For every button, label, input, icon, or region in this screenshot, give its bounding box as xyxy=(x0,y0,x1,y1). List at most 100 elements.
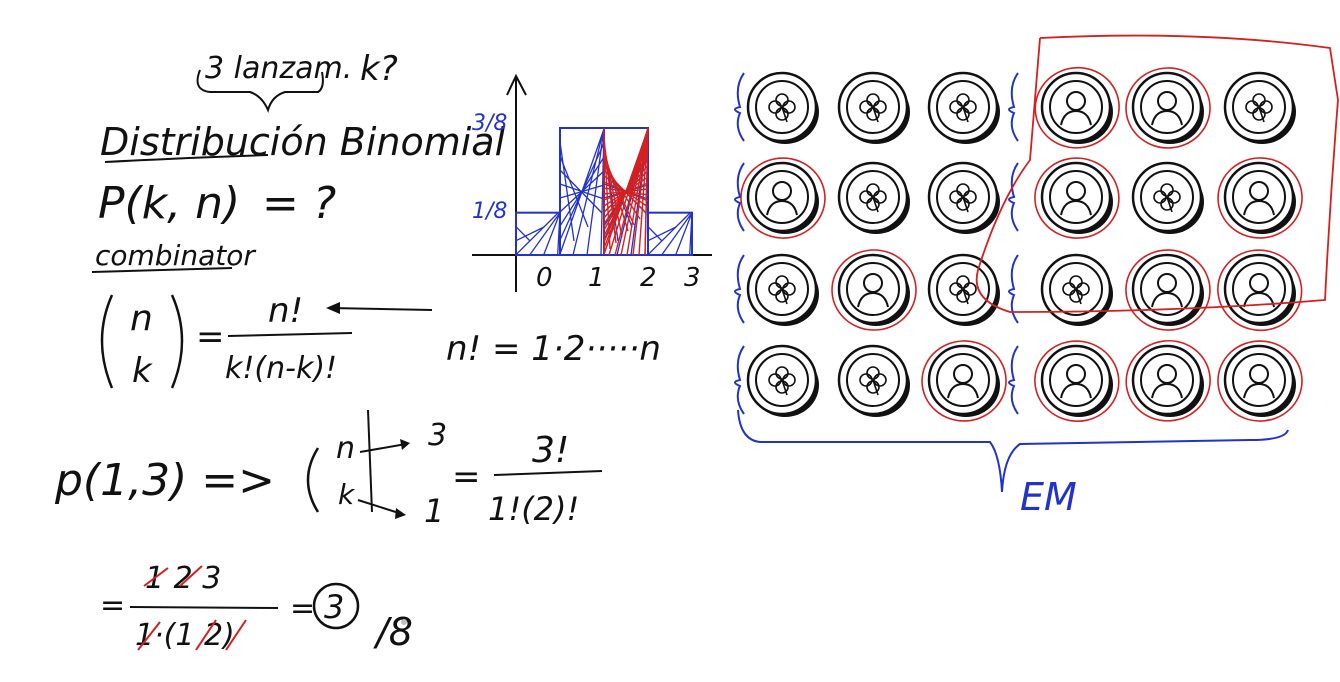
clover-leaf-icon xyxy=(1167,190,1181,204)
coin-clover xyxy=(746,253,819,326)
coin-face xyxy=(1223,253,1295,325)
clover-stem-icon xyxy=(872,379,879,396)
coin-rim xyxy=(755,262,809,316)
clover-leaf-icon xyxy=(963,190,977,204)
bar-highlight-hatch xyxy=(632,127,649,256)
coin-rim xyxy=(1140,170,1194,224)
bar-hatch xyxy=(543,212,561,256)
coin-face xyxy=(746,161,818,233)
clover-leaf-icon xyxy=(782,373,796,387)
example-block: p(1,3) => n k 3 1 = 3! 1!(2)! xyxy=(54,409,603,530)
example-binom-top: n xyxy=(336,431,355,466)
coin-clover xyxy=(927,253,1000,326)
head-circle-mark xyxy=(1034,340,1120,422)
binom-top: n xyxy=(130,298,153,339)
row-brace xyxy=(1008,345,1019,415)
bar-hatch xyxy=(515,212,559,256)
clover-leaf-icon xyxy=(1062,282,1076,296)
clover-stem-icon xyxy=(781,106,788,123)
coin-head xyxy=(1125,339,1211,422)
cancel-mark xyxy=(143,567,169,587)
clover-leaf-icon xyxy=(873,190,887,204)
head-circle-mark xyxy=(1034,66,1120,149)
clover-stem-icon xyxy=(1075,288,1082,305)
head-circle-mark xyxy=(1217,340,1303,422)
bar-hatch xyxy=(586,127,605,256)
brace-note: 3 lanzam. k? xyxy=(196,49,398,113)
histogram: 3/8 1/8 0 1 2 3 xyxy=(472,73,712,293)
coin-clover xyxy=(837,344,910,417)
coin-clover xyxy=(837,161,910,234)
coin-face xyxy=(1131,344,1203,416)
row-brace xyxy=(734,345,745,415)
result-block: = 1 2 3 1·(1 2) = 3 /8 xyxy=(100,561,413,654)
coin-clover xyxy=(927,161,1000,234)
coin-head xyxy=(1034,66,1120,149)
frac-numerator: n! xyxy=(268,291,303,331)
coin-rim xyxy=(846,80,900,134)
clover-stem-icon xyxy=(872,106,879,123)
bar-highlight-hatch xyxy=(644,127,649,256)
row-brace xyxy=(1008,72,1019,142)
row-brace xyxy=(734,254,745,324)
clover-leaf-icon xyxy=(775,93,789,107)
coin-rim xyxy=(1232,353,1286,407)
clover-leaf-icon xyxy=(768,282,782,296)
coin-head xyxy=(921,340,1007,422)
cancel-mark xyxy=(137,621,161,651)
coin-rim xyxy=(755,80,809,134)
y-tick-top: 3/8 xyxy=(472,111,507,136)
clover-leaf-icon xyxy=(956,183,970,197)
head-circle-mark xyxy=(1125,67,1211,149)
clover-leaf-icon xyxy=(859,373,873,387)
coin-rim xyxy=(1049,262,1103,316)
bar-highlight-hatch xyxy=(603,157,635,226)
bar-highlight-hatch xyxy=(620,127,649,256)
coin-head xyxy=(1125,67,1211,149)
bar-hatch xyxy=(647,226,663,242)
head-shoulders-icon xyxy=(947,382,979,399)
coin-rim xyxy=(936,262,990,316)
coin-face xyxy=(1131,71,1203,143)
x-tick: 0 xyxy=(536,263,553,293)
coin-rim xyxy=(1049,80,1103,134)
arrow-k xyxy=(357,499,403,515)
binomial-formula: n k = n! k!(n-k)! n! = 1·2·····n xyxy=(100,291,661,391)
clover-leaf-icon xyxy=(1153,190,1167,204)
bar-hatch xyxy=(572,127,605,256)
k-question: k? xyxy=(360,49,398,89)
coin-clover xyxy=(927,71,1000,144)
bar-highlight-hatch xyxy=(626,127,649,256)
coin-rim xyxy=(1049,170,1103,224)
clover-stem-icon xyxy=(781,379,788,396)
histogram-y-arrow xyxy=(506,73,527,96)
head-circle-mark xyxy=(1217,157,1303,239)
coin-head xyxy=(1217,340,1303,422)
coin-clover xyxy=(1223,71,1296,144)
example-left-paren xyxy=(306,447,320,513)
clover-stem-icon xyxy=(962,106,969,123)
cancel-mark xyxy=(195,619,217,651)
y-tick-bottom: 1/8 xyxy=(472,199,507,224)
combinator-text: combinator xyxy=(95,239,256,272)
coin-rim xyxy=(755,353,809,407)
example-n-value: 3 xyxy=(428,418,447,453)
clover-leaf-icon xyxy=(963,100,977,114)
clover-leaf-icon xyxy=(1160,183,1174,197)
head-shoulders-icon xyxy=(1243,291,1275,308)
coin-head xyxy=(1125,249,1211,331)
bar-hatch xyxy=(647,226,677,242)
coin-rim xyxy=(1140,353,1194,407)
arrow-k-head xyxy=(395,508,406,519)
coin-rim xyxy=(1049,353,1103,407)
binom-bottom: k xyxy=(132,351,153,391)
formula-lhs: P(k, n) xyxy=(98,178,240,229)
formula-line: P(k, n) = ? xyxy=(98,178,336,229)
bar-hatch xyxy=(559,128,605,255)
result-equals-right: = xyxy=(290,591,315,626)
clover-stem-icon xyxy=(872,196,879,213)
row-brace xyxy=(1008,254,1019,324)
brace-text: 3 lanzam. xyxy=(205,51,352,86)
coin-rim xyxy=(846,353,900,407)
